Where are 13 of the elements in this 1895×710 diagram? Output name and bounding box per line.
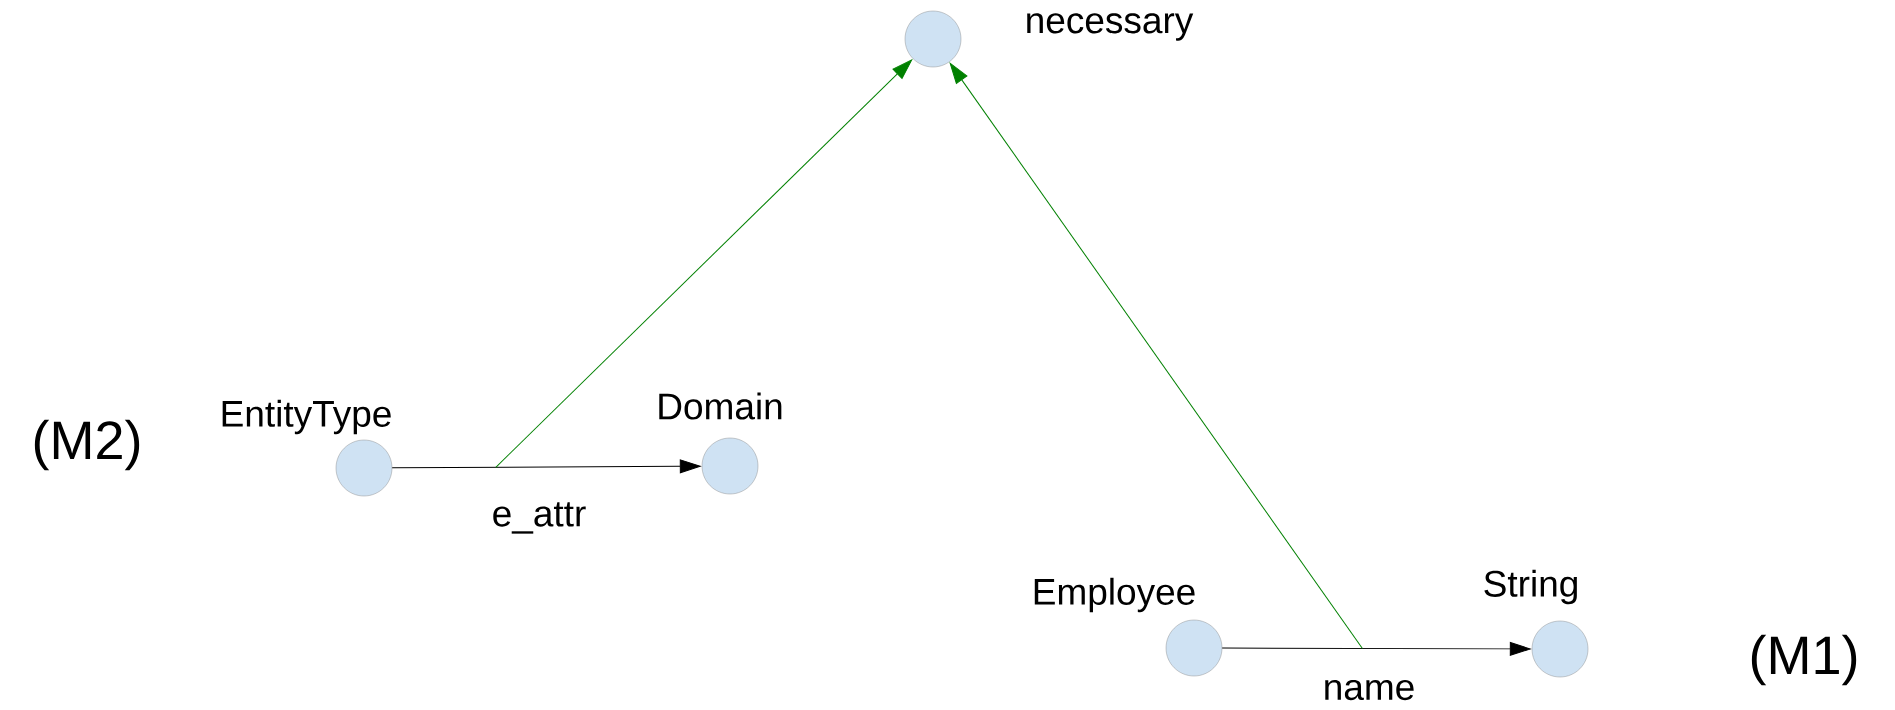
edge-label: e_attr <box>493 502 586 534</box>
node-label: necessary <box>1027 13 1194 41</box>
arrow <box>1221 641 1531 656</box>
level-label: (M2) <box>34 419 140 471</box>
node-label: String <box>1484 569 1577 605</box>
edge-label: name <box>1325 679 1414 701</box>
arrow <box>495 59 913 468</box>
level-label: (M1) <box>1751 634 1857 686</box>
arrow <box>391 459 701 474</box>
node-label: EntityType <box>222 399 391 435</box>
node-label: Domain <box>659 392 782 420</box>
arrow <box>949 62 1363 649</box>
node-label: Employee <box>1034 577 1195 613</box>
